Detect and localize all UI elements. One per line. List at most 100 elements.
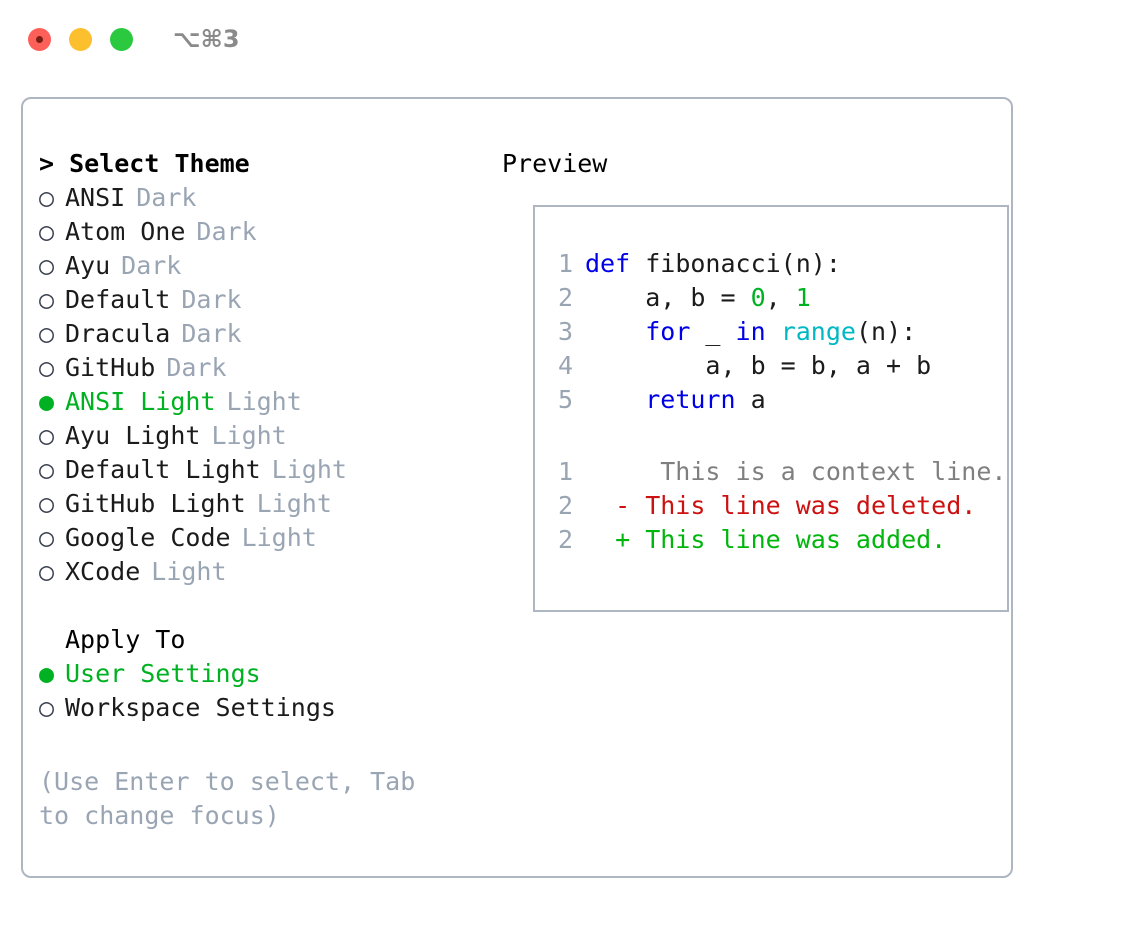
theme-option-default-light[interactable]: ○ Default Light Light [39,453,499,487]
theme-option-name: GitHub [65,353,156,382]
theme-option-variant: Dark [136,183,197,212]
theme-option-variant: Light [271,455,347,484]
theme-option-name: Ayu Light [65,421,201,450]
code-diff-spacer [549,417,1001,455]
theme-option-variant: Light [256,489,332,518]
theme-option-name: ANSI [65,183,126,212]
diff-line-ctx: 1 This is a context line. [549,455,1007,489]
code-token-kw: def [585,249,646,278]
minimize-button[interactable] [69,27,92,51]
code-token-plain: a [735,385,766,414]
theme-option-ansi[interactable]: ○ ANSI Dark [39,181,499,215]
diff-line-content: This is a context line. [585,455,1006,489]
diff-line-text: This line was added. [630,525,947,554]
code-token-plain: a, b = [585,283,751,312]
apply-to-option-workspace-settings[interactable]: ○ Workspace Settings [39,691,499,725]
radio-selected-icon: ● [39,659,55,688]
code-token-plain [585,317,645,346]
code-token-kw: in [735,317,766,346]
theme-option-variant: Light [241,523,317,552]
diff-marker: - [585,491,631,520]
code-line: 5 return a [549,383,1001,417]
title-bar: ⌥⌘3 [0,0,1140,78]
code-token-num: 1 [795,283,811,312]
diff-marker: + [585,525,631,554]
code-line-number: 3 [557,317,573,346]
code-line-content: for _ in range(n): [585,315,916,349]
code-token-plain: _ [690,317,736,346]
radio-unselected-icon: ○ [39,319,55,348]
code-token-kw: for [645,317,691,346]
theme-option-variant: Dark [166,353,227,382]
theme-option-name: Atom One [65,217,186,246]
apply-to-option-label: User Settings [65,659,261,688]
code-line-content: a, b = 0, 1 [585,281,811,315]
diff-line-number: 2 [557,491,573,520]
theme-option-github[interactable]: ○ GitHub Dark [39,351,499,385]
theme-option-variant: Dark [121,251,182,280]
diff-line-content: - This line was deleted. [585,489,976,523]
diff-line-text: This is a context line. [630,457,1007,486]
theme-option-github-light[interactable]: ○ GitHub Light Light [39,487,499,521]
diff-line-add: 2 + This line was added. [549,523,1001,557]
theme-option-name: GitHub Light [65,489,246,518]
code-line: 3 for _ in range(n): [549,315,1001,349]
theme-option-name: Default [65,285,171,314]
radio-unselected-icon: ○ [39,353,55,382]
theme-option-name: Default Light [65,455,261,484]
code-line-number: 5 [557,385,573,414]
code-token-plain [766,317,781,346]
radio-unselected-icon: ○ [39,285,55,314]
radio-unselected-icon: ○ [39,455,55,484]
keyboard-hint-text: (Use Enter to select, Tab to change focu… [39,767,431,830]
radio-unselected-icon: ○ [39,183,55,212]
code-line: 1 def fibonacci(n): [549,247,1001,281]
radio-unselected-icon: ○ [39,489,55,518]
apply-to-list: ● User Settings ○ Workspace Settings [39,657,499,725]
radio-unselected-icon: ○ [39,251,55,280]
radio-selected-icon: ● [39,387,55,416]
theme-option-name: Dracula [65,319,171,348]
theme-option-variant: Light [151,557,227,586]
diff-line-number: 2 [557,525,573,554]
radio-unselected-icon: ○ [39,523,55,552]
select-theme-heading: > Select Theme [39,149,250,178]
zoom-button[interactable] [110,27,133,51]
code-token-num: 0 [750,283,766,312]
diff-line-text: This line was deleted. [630,491,977,520]
apply-to-option-label: Workspace Settings [65,693,336,722]
theme-option-variant: Dark [196,217,257,246]
code-line-number: 4 [557,351,573,380]
code-line-content: a, b = b, a + b [585,349,931,383]
code-token-plain: a, b = b, a + b [585,351,932,380]
code-token-plain: fibonacci(n): [645,249,841,278]
code-token-kw: return [645,385,736,414]
theme-option-variant: Light [226,387,302,416]
keyboard-shortcut-label: ⌥⌘3 [173,25,240,53]
preview-heading: Preview [502,149,608,178]
close-button[interactable] [28,27,51,51]
code-token-fn: range [780,317,856,346]
code-line-number: 1 [557,249,573,278]
theme-option-ansi-light[interactable]: ● ANSI Light Light [39,385,499,419]
diff-line-content: + This line was added. [585,523,946,557]
code-line: 4 a, b = b, a + b [549,349,1001,383]
section-spacer [39,589,499,623]
apply-to-option-user-settings[interactable]: ● User Settings [39,657,499,691]
theme-option-default[interactable]: ○ Default Dark [39,283,499,317]
theme-option-variant: Dark [181,285,242,314]
theme-option-name: ANSI Light [65,387,216,416]
radio-unselected-icon: ○ [39,421,55,450]
radio-unselected-icon: ○ [39,693,55,722]
